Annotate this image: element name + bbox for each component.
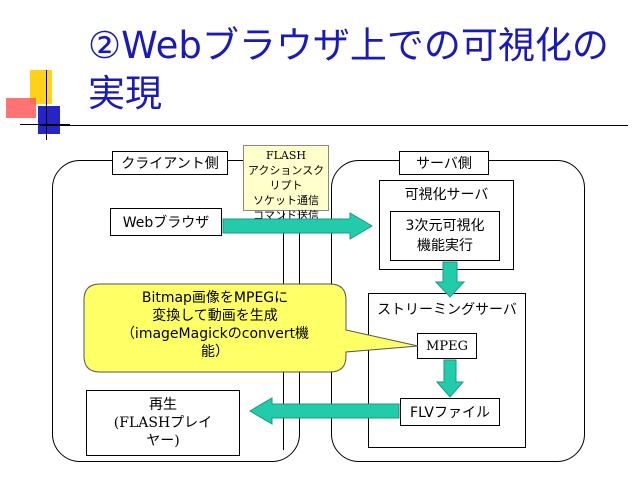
client-label: クライアント側: [112, 151, 228, 175]
title-line-2: 実現: [88, 72, 162, 115]
player-line-2: (FLASHプレイ: [113, 415, 213, 431]
player-line-3: ヤー): [146, 433, 180, 449]
streaming-server-label: ストリーミングサーバ: [377, 302, 517, 318]
vis-server-label: 可視化サーバ: [404, 187, 489, 203]
vis-function-box: 3次元可視化 機能実行: [390, 211, 500, 261]
vis-function-line-2: 機能実行: [417, 238, 473, 254]
slide-title: ②Webブラウザ上での可視化の 実現: [88, 22, 628, 118]
flash-note-line-1: FLASH: [265, 149, 306, 162]
callout-line-3: （imageMagickのconvert機: [120, 326, 310, 342]
decor-red-square: [6, 98, 36, 118]
title-line-1: ②Webブラウザ上での可視化の: [88, 24, 609, 67]
flv-file-box: FLVファイル: [400, 398, 500, 426]
flash-note: FLASH アクションスクリプト ソケット通信 コマンド送信: [243, 145, 329, 222]
arrow-browser-to-vis: [222, 212, 373, 240]
mpeg-box: MPEG: [417, 333, 477, 359]
callout-line-4: 能）: [201, 344, 229, 360]
player-box: 再生 (FLASHプレイ ヤー): [86, 390, 240, 456]
server-label: サーバ側: [399, 151, 489, 175]
callout-line-1: Bitmap画像をMPEGに: [141, 290, 289, 306]
callout-line-2: 変換して動画を生成: [152, 308, 278, 324]
decor-horizontal-line: [20, 124, 70, 125]
decor-blue-square: [38, 106, 60, 134]
player-line-1: 再生: [149, 397, 177, 413]
arrow-vis-to-streaming: [434, 261, 466, 298]
arrow-flv-to-player: [249, 397, 400, 425]
vis-function-line-1: 3次元可視化: [405, 218, 485, 234]
flash-note-line-2: アクションスクリプト: [247, 164, 325, 192]
title-underline: [40, 125, 628, 126]
arrow-mpeg-to-flv: [435, 359, 465, 398]
web-browser-box: Webブラウザ: [110, 208, 222, 236]
decor-accent: [0, 70, 70, 140]
callout-bubble: [83, 283, 419, 373]
flash-note-line-3: ソケット通信: [253, 194, 319, 207]
decor-vertical-line: [46, 70, 47, 140]
callout-text: Bitmap画像をMPEGに 変換して動画を生成 （imageMagickのco…: [84, 289, 346, 361]
